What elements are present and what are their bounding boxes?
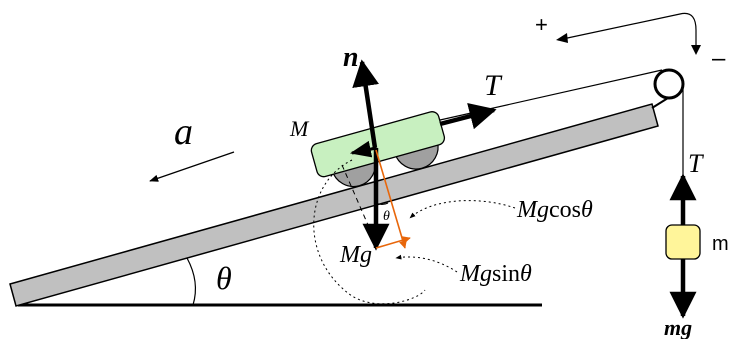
mg-cos-component-arrow [375,149,407,249]
small-angle-label: θ [383,209,390,224]
mg-cos-func: cos [549,197,581,223]
mg-cos-prefix: Mg [516,197,549,223]
sign-arrow-head-down [691,45,701,55]
sign-arrow-head-left [556,33,568,43]
small-angle-arc [375,202,389,205]
dotted-arc-left [313,159,426,305]
pulley-support [651,97,669,109]
pulley-icon [653,68,685,100]
mg-sin-label: Mgsinθ [459,261,532,287]
cart-weight-label: Mg [339,242,372,268]
normal-force-arrow [352,59,379,149]
mg-cos-theta: θ [581,197,593,223]
mg-cos-leader [409,200,516,219]
mg-sin-leader [395,254,458,273]
hanging-tension-label: T [688,149,704,178]
hanging-mass-block [665,224,701,260]
sign-convention-arrow-icon [557,12,697,47]
normal-force-label: n [343,42,359,73]
hanging-mass-label: m [712,233,729,255]
cart-mass-label: M [289,116,310,141]
tension-cart-label: T [484,69,503,102]
mg-sin-prefix: Mg [459,261,492,287]
hanging-weight-label: mg [664,315,692,339]
tension-cart-arrow [439,103,497,130]
incline-angle-arc [186,257,197,306]
plus-sign-label: + [535,12,548,37]
minus-sign-label: – [712,45,726,72]
cart-internal-arrow [349,140,377,158]
acceleration-arrow [149,151,235,182]
mg-sin-component-arrow [375,236,411,249]
acceleration-label: a [174,111,193,153]
mg-sin-func: sin [492,261,520,287]
incline-angle-label: θ [216,260,232,296]
mg-sin-theta: θ [520,261,532,287]
mg-cos-label: Mgcosθ [516,197,593,223]
incline-plane [9,103,659,307]
